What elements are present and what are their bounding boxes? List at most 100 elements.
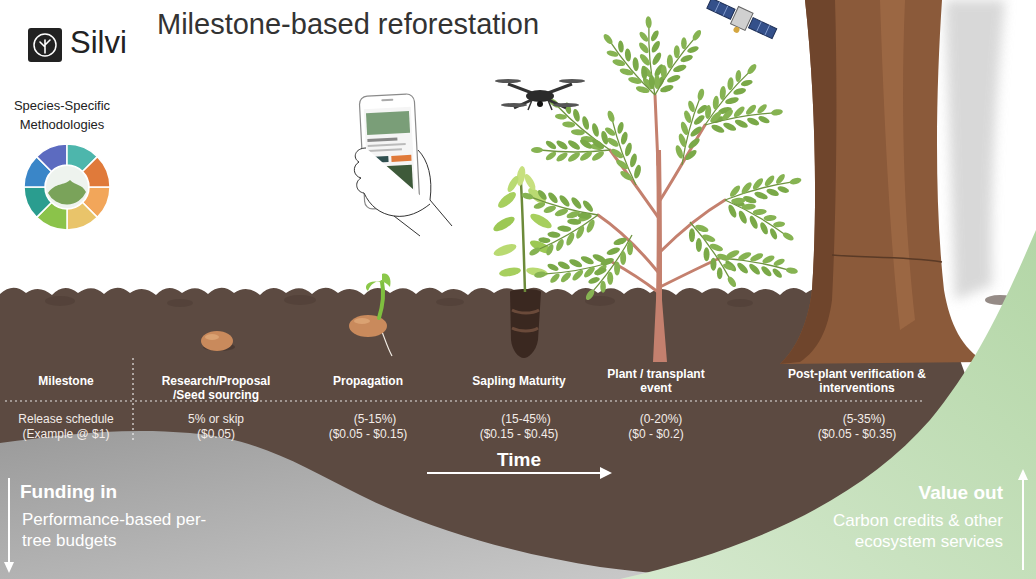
arrow-head (600, 467, 612, 479)
time-arrow (427, 472, 602, 474)
tree-shadow (945, 0, 1005, 300)
band-shape (620, 230, 1036, 579)
drone-rotor (559, 79, 585, 83)
drone-rotor (501, 103, 527, 107)
phone-screen (364, 107, 416, 197)
soil-clump (727, 299, 753, 307)
sapling-leaf (522, 172, 537, 191)
table-cell: 5% or skip ($0.05) (181, 412, 251, 442)
table-cell: (0-20%) ($0 - $0.2) (626, 412, 686, 442)
soil-clump (436, 298, 464, 306)
leaf-frond (669, 85, 715, 168)
page-title: Milestone-based reforestation (157, 7, 677, 42)
screen-line (368, 148, 402, 152)
leaf-frond (596, 106, 647, 189)
leaf-frond (594, 26, 665, 103)
table-header: Plant / transplant event (604, 367, 709, 395)
trunk-shade (780, 0, 836, 364)
tree-trunk (780, 0, 985, 364)
sapling-leaf (525, 266, 548, 278)
screen-image (369, 165, 413, 193)
screen-line (368, 143, 406, 147)
band-shape (0, 431, 720, 579)
leaf-frond (576, 228, 643, 308)
sprout-stem (379, 282, 383, 318)
phone-body (359, 94, 420, 210)
wheel-segment (37, 144, 67, 171)
leaf-frond (680, 214, 747, 294)
seed-highlight (354, 318, 370, 324)
table-header: Milestone (11, 374, 121, 388)
table-header: Research/Proposal /Seed sourcing (156, 374, 276, 402)
satellite-body (731, 6, 754, 30)
wheel-segment (24, 187, 51, 217)
leaf-frond (722, 167, 805, 213)
table-divider (132, 358, 133, 440)
sapling-leaf (492, 242, 518, 259)
sprouting-seed (349, 315, 387, 337)
leaf-frond (719, 188, 800, 250)
solar-panel (749, 18, 777, 39)
leaf-frond (718, 245, 800, 284)
wheel-segment (37, 203, 67, 230)
soil-clump (167, 299, 193, 307)
drone-leg (528, 100, 552, 110)
leaf-frond (523, 204, 604, 266)
value-arrow (1022, 478, 1024, 570)
drone-rotor (495, 79, 521, 83)
leaf-frond (695, 56, 766, 133)
wheel-segment (67, 144, 97, 171)
band-heading: Value out (803, 481, 1003, 504)
hand-back (418, 150, 452, 226)
wheel-landscape (48, 180, 86, 205)
table-divider (5, 400, 925, 401)
wheel-segment (24, 157, 51, 187)
band-body: Carbon credits & other ecosystem service… (798, 510, 1003, 552)
sapling-leaf (515, 165, 526, 186)
phone (359, 94, 420, 210)
wheel-segment (67, 203, 97, 230)
screen-image (366, 111, 410, 135)
drone-body (526, 90, 554, 102)
sapling-leaf (496, 189, 519, 210)
wheel-segment (83, 157, 110, 187)
leaf-frond (541, 90, 618, 161)
axis-label: Time (474, 448, 564, 471)
satellite (703, 0, 779, 48)
wheel-segment (83, 187, 110, 217)
table-header: Post-plant verification & interventions (784, 367, 930, 395)
value-band: Value outCarbon credits & other ecosyste… (600, 220, 1036, 579)
solar-panel (707, 0, 735, 19)
panel-grid (715, 2, 769, 35)
wheel-center (46, 166, 88, 208)
trunk-crack (832, 255, 942, 262)
hand-fingers (354, 148, 430, 216)
leaf-frond (518, 183, 601, 229)
methodology-wheel (24, 144, 110, 230)
leaf-frond (703, 98, 785, 137)
table-row-header: Release schedule (Example @ $1) (16, 412, 116, 442)
brand-name: Silvi (70, 24, 180, 61)
table-header: Sapling Maturity (454, 374, 584, 388)
sprout-leaf (366, 274, 391, 291)
satellite-dish (733, 26, 741, 34)
hand-wrist (394, 216, 420, 236)
table-header: Propagation (308, 374, 428, 388)
funding-arrow (8, 478, 10, 564)
root-plug (510, 289, 541, 358)
trunk-highlight (880, 0, 915, 330)
seed (201, 331, 233, 351)
young-tree-branches (598, 95, 725, 292)
screen-button (391, 155, 411, 162)
sapling-leaf (526, 185, 549, 206)
arrow-head (1018, 469, 1028, 480)
arrow-head (4, 562, 14, 573)
table-cell: (5-35%) ($0.05 - $0.35) (812, 412, 902, 442)
seed-shadow (203, 343, 235, 351)
sapling-leaf (491, 214, 516, 234)
soil (0, 288, 1036, 579)
